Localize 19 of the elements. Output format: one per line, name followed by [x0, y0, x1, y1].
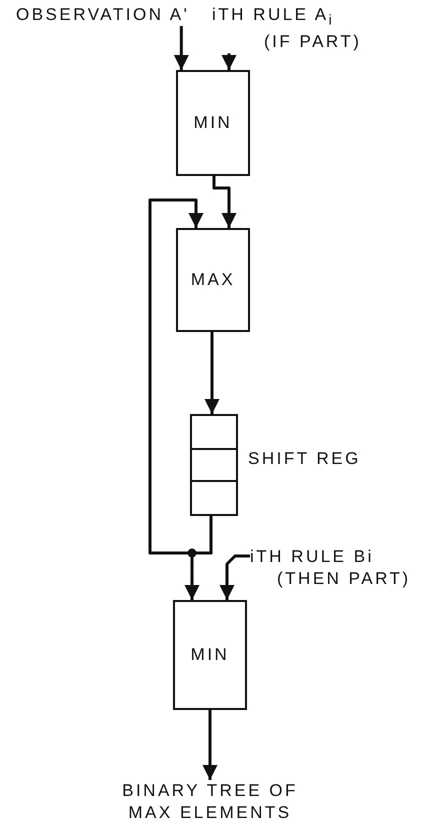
arrow	[222, 53, 236, 70]
arrow	[202, 710, 218, 780]
arrow	[220, 554, 250, 600]
process-box	[176, 228, 250, 332]
block-label: MAX	[190, 269, 236, 291]
arrow	[184, 516, 212, 600]
label-text: OBSERVATION A'	[16, 4, 190, 26]
label-text: iTH RULE A$_{i}$ (IF PART)	[212, 4, 362, 54]
arrow	[174, 26, 189, 70]
arrow	[204, 332, 220, 414]
process-box	[176, 70, 250, 176]
shift-register	[190, 414, 238, 516]
label-text: iTH RULE Bi (THEN PART)	[250, 546, 412, 590]
block-label: MIN	[194, 112, 232, 134]
register-label: SHIFT REG	[248, 449, 361, 469]
process-box	[173, 600, 247, 710]
block-label: MIN	[190, 644, 230, 666]
label-text: BINARY TREE OF MAX ELEMENTS	[121, 780, 299, 824]
arrow	[212, 176, 236, 228]
